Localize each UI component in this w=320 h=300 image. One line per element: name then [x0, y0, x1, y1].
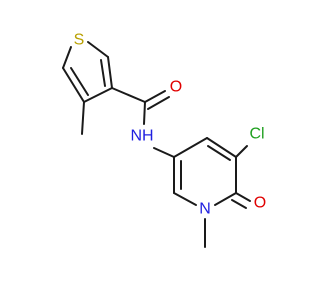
- bond: [153, 147, 175, 158]
- bond: [87, 41, 109, 58]
- bond: [111, 87, 146, 103]
- structure-canvas: S O NH Cl O N: [62, 31, 267, 248]
- bond: [100, 59, 106, 87]
- atom-o-ring: O: [254, 195, 266, 212]
- bond: [147, 96, 170, 110]
- bond: [83, 87, 113, 103]
- bond: [207, 145, 231, 161]
- bond: [235, 192, 251, 202]
- bond: [206, 137, 237, 158]
- bond: [214, 192, 237, 206]
- bond: [235, 145, 248, 158]
- bond: [62, 67, 85, 103]
- bond: [81, 101, 85, 135]
- atom-cl: Cl: [249, 126, 264, 143]
- bond: [231, 199, 247, 209]
- bond: [62, 46, 72, 69]
- atom-o-amide: O: [170, 79, 182, 96]
- atom-s: S: [74, 32, 85, 49]
- bond: [107, 56, 113, 89]
- bond: [144, 90, 166, 103]
- atom-n-ring: N: [199, 201, 211, 218]
- bond: [173, 137, 208, 158]
- bond: [143, 101, 146, 125]
- bond: [70, 67, 89, 96]
- bond: [173, 192, 197, 206]
- atom-nh: NH: [130, 128, 153, 145]
- molecule-drawing: S O NH Cl O N: [62, 32, 266, 248]
